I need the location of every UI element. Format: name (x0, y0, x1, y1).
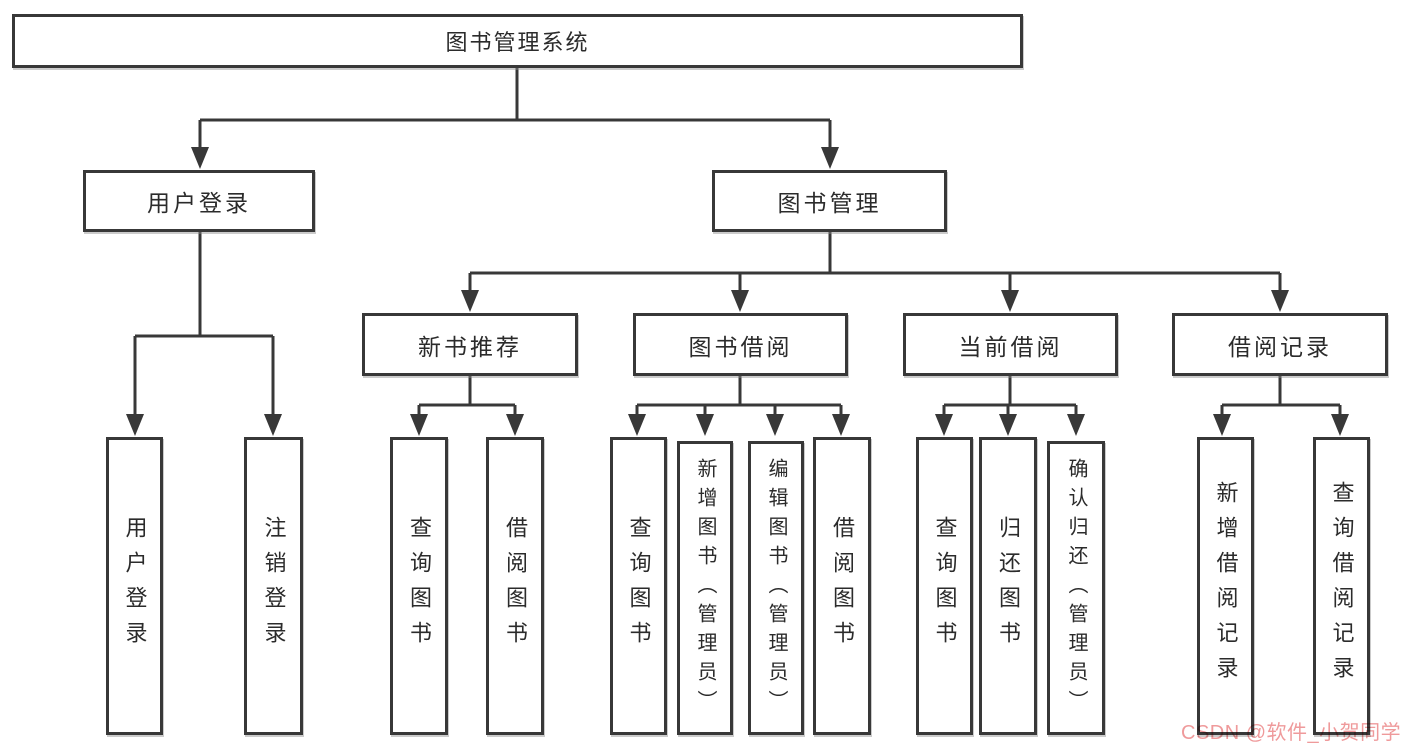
leaf-confirm-return-admin: 确认归还（管理员） (1047, 441, 1105, 735)
csdn-watermark: CSDN @软件_小贺同学 (1181, 722, 1402, 744)
node-new-book-recommend: 新书推荐 (362, 313, 578, 376)
leaf-add-borrow-record: 新增借阅记录 (1197, 437, 1254, 735)
node-library-system: 图书管理系统 (12, 14, 1023, 68)
node-book-borrow: 图书借阅 (633, 313, 848, 376)
node-current-borrow: 当前借阅 (903, 313, 1118, 376)
leaf-query-book-recommend: 查询图书 (390, 437, 448, 735)
leaf-return-book: 归还图书 (979, 437, 1037, 735)
leaf-add-book-admin: 新增图书（管理员） (677, 441, 733, 735)
leaf-borrow-book: 借阅图书 (813, 437, 871, 735)
leaf-query-book-current: 查询图书 (916, 437, 973, 735)
leaf-user-login: 用户登录 (106, 437, 163, 735)
node-book-management: 图书管理 (712, 170, 947, 232)
leaf-borrow-book-recommend: 借阅图书 (486, 437, 544, 735)
node-borrow-records: 借阅记录 (1172, 313, 1388, 376)
leaf-query-book-borrow: 查询图书 (610, 437, 667, 735)
node-user-login: 用户登录 (83, 170, 315, 232)
arrow-heads (126, 147, 1349, 436)
leaf-logout: 注销登录 (244, 437, 303, 735)
leaf-query-borrow-record: 查询借阅记录 (1313, 437, 1370, 735)
tree-edges (133, 68, 1342, 418)
leaf-edit-book-admin: 编辑图书（管理员） (748, 441, 804, 735)
